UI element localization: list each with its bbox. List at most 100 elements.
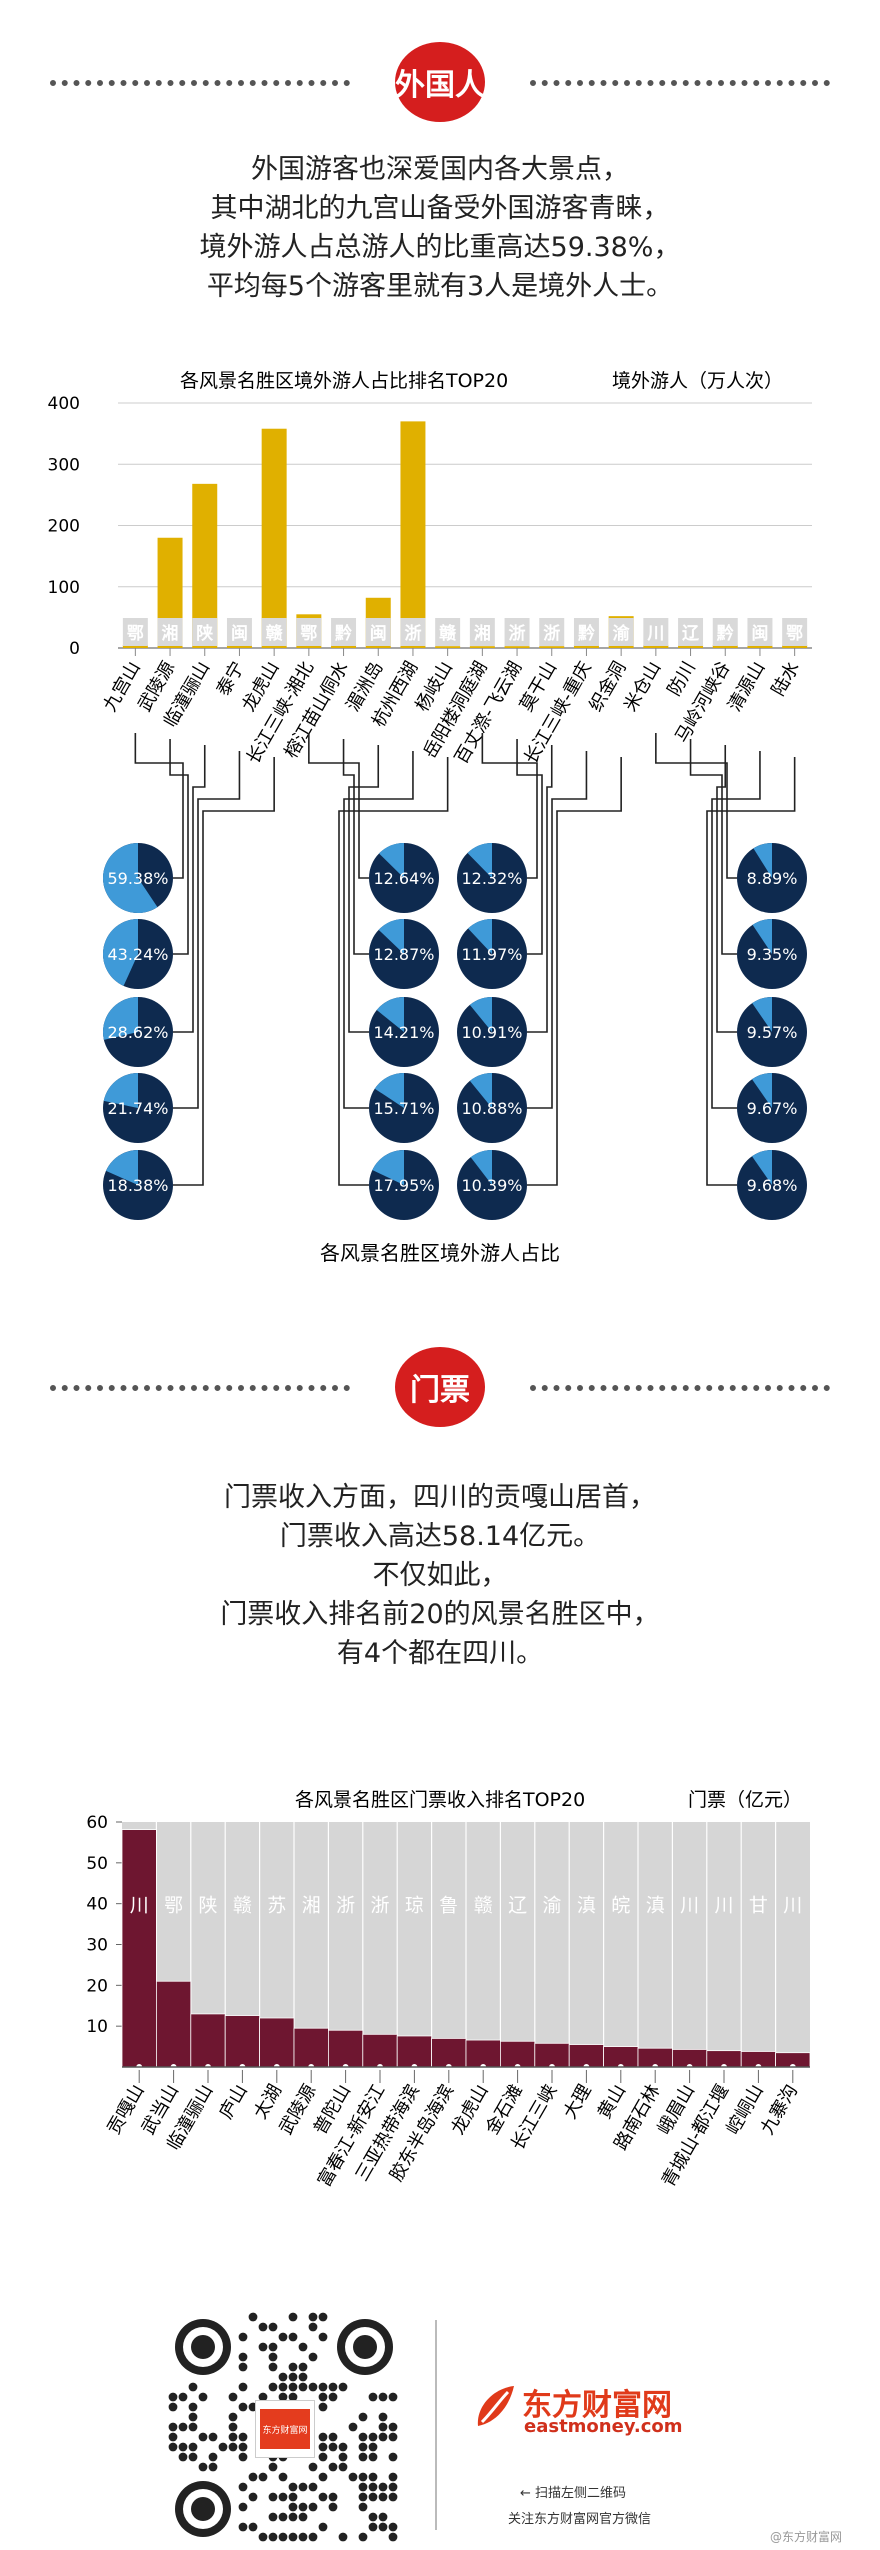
province-tag (573, 618, 599, 646)
y-tick-label: 300 (48, 455, 80, 475)
pie-percent-label: 17.95% (373, 1176, 434, 1195)
bar (712, 644, 738, 648)
intro-line: 其中湖北的九宫山备受外国游客青睐， (210, 193, 670, 224)
qr-module (378, 2492, 388, 2502)
connector-line (308, 733, 369, 879)
qr-module (318, 2452, 328, 2462)
qr-module (258, 2532, 268, 2542)
province-label: 鄂 (127, 624, 144, 644)
qr-module (308, 2382, 318, 2392)
bar (327, 2029, 364, 2068)
province-label: 赣 (439, 623, 457, 644)
province-label: 鄂 (300, 624, 317, 644)
qr-module (188, 2452, 198, 2462)
qr-module (238, 2452, 248, 2462)
qr-module (288, 2332, 298, 2342)
pie-percent-label: 9.68% (747, 1176, 798, 1195)
qr-module (388, 2432, 398, 2442)
province-tag (435, 618, 461, 646)
pie-percent-label: 12.87% (373, 945, 434, 964)
province-tag (400, 618, 426, 646)
qr-module (388, 2392, 398, 2402)
qr-module (368, 2492, 378, 2502)
qr-module (298, 2362, 308, 2372)
qr-module (278, 2512, 288, 2522)
brand-logo: 东方财富网 eastmoney.com (472, 2380, 732, 2440)
y-tick-label: 60 (86, 1813, 108, 1833)
qr-module (208, 2452, 218, 2462)
intro-line: 境外游人占总游人的比重高达59.38%， (199, 232, 681, 263)
province-tag (192, 618, 218, 646)
pie-share-slice (470, 1150, 492, 1185)
qr-module (248, 2522, 258, 2532)
pie-percent-label: 18.38% (107, 1176, 168, 1195)
scan-text: 扫描左侧二维码 (535, 2486, 627, 2501)
bar (469, 646, 495, 648)
qr-module (268, 2382, 278, 2392)
qr-module (218, 2442, 228, 2452)
pie-share-slice (376, 997, 404, 1032)
qr-module (228, 2422, 238, 2432)
y-tick-label: 200 (48, 517, 80, 537)
pie-percent-label: 11.97% (461, 945, 522, 964)
section-header-ticket: 门票 (50, 1347, 830, 1427)
qr-module (368, 2442, 378, 2452)
bar (259, 2017, 295, 2068)
pie-percent-label: 10.91% (461, 1023, 522, 1042)
qr-module (318, 2382, 328, 2392)
qr-module (238, 2482, 248, 2492)
province-tag (782, 618, 808, 646)
section-badge: 外国人 (395, 42, 485, 122)
qr-module (378, 2512, 388, 2522)
qr-module (308, 2502, 318, 2512)
qr-module (368, 2452, 378, 2462)
qr-module (378, 2522, 388, 2532)
qr-module (228, 2392, 238, 2402)
qr-module (318, 2332, 328, 2342)
qr-module (188, 2382, 198, 2392)
province-label: 赣 (233, 1895, 252, 1917)
province-label: 川 (783, 1895, 802, 1917)
pie-share-slice (372, 1150, 404, 1185)
pie-share-slice (379, 843, 404, 878)
qr-module (308, 2322, 318, 2332)
footer-divider (435, 2320, 437, 2530)
qr-module (318, 2432, 328, 2442)
pie-share-slice (752, 997, 772, 1032)
qr-module (328, 2502, 338, 2512)
province-tag (122, 618, 148, 646)
province-label: 黔 (578, 623, 595, 644)
bar (224, 2015, 260, 2068)
category-label: 庐山 (216, 2081, 252, 2123)
province-label: 湘 (474, 623, 491, 644)
qr-module (328, 2432, 338, 2442)
qr-module (298, 2372, 308, 2382)
divider-dots (530, 80, 830, 86)
province-label: 闽 (231, 623, 248, 644)
province-label: 滇 (577, 1895, 596, 1917)
intro-line: 门票收入方面，四川的贡嘎山居首， (224, 1482, 656, 1513)
qr-module (328, 2392, 338, 2402)
province-label: 浙 (336, 1895, 355, 1917)
province-label: 苏 (267, 1895, 286, 1917)
qr-module (188, 2412, 198, 2422)
connector-line (481, 733, 538, 879)
province-tag (226, 618, 252, 646)
qr-module (168, 2432, 178, 2442)
divider-dots (50, 80, 350, 86)
connector-line (706, 757, 796, 1186)
province-tag (643, 618, 669, 646)
qr-module (268, 2322, 278, 2332)
province-tag (678, 618, 704, 646)
divider-dots (530, 1385, 830, 1391)
pie-share-slice (752, 919, 772, 954)
bar (465, 2039, 501, 2068)
qr-module (298, 2482, 308, 2492)
qr-module (388, 2532, 398, 2542)
province-label: 辽 (682, 624, 700, 644)
province-label: 甘 (749, 1895, 768, 1917)
intro-line: 门票收入高达58.14亿元。 (279, 1521, 601, 1552)
province-tag (296, 618, 322, 646)
province-label: 陕 (198, 1895, 217, 1917)
qr-module (258, 2342, 268, 2352)
